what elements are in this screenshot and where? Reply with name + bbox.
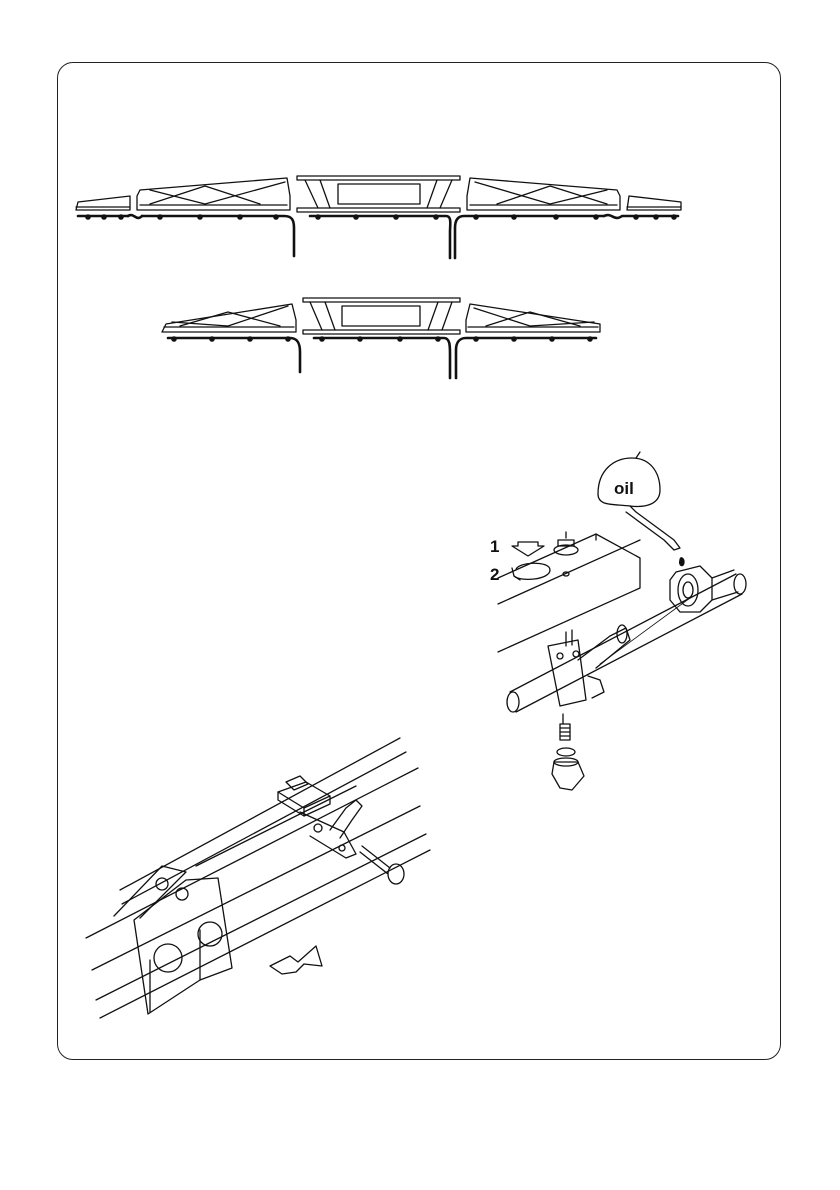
locking-pin <box>360 846 404 884</box>
boom-section-center <box>297 176 460 212</box>
boom-section-center-reduced <box>303 298 460 334</box>
boom-tip-right <box>627 196 681 210</box>
boom-square-tube <box>498 534 640 652</box>
boom-section-right-outer <box>467 178 620 210</box>
spray-pipe-reduced <box>168 338 596 378</box>
step-2-label: 2 <box>490 565 499 584</box>
step-1-label: 1 <box>490 537 499 556</box>
boom-diagram-unfolded <box>76 176 681 258</box>
nozzle-filter-and-cap <box>552 714 584 790</box>
boom-hinge-lock-diagram <box>86 738 430 1018</box>
boom-tip-left <box>76 196 130 210</box>
direction-arrow-icon <box>270 946 322 974</box>
nozzle-maintenance-diagram <box>498 452 746 790</box>
boom-section-left-outer <box>137 178 290 210</box>
assembly-axis-line <box>600 598 690 664</box>
step2-rotate-arrow-icon <box>512 563 550 580</box>
spray-pipe-unfolded <box>78 215 678 258</box>
boom-section-left-reduced <box>162 304 296 332</box>
boom-rails <box>86 738 430 1018</box>
boom-section-right-reduced <box>466 304 600 332</box>
step1-down-arrow-icon <box>512 542 544 556</box>
oil-label: oil <box>614 479 634 498</box>
locking-clamp <box>278 776 362 858</box>
oil-can-icon <box>598 452 684 566</box>
boom-diagram-reduced <box>162 298 600 378</box>
